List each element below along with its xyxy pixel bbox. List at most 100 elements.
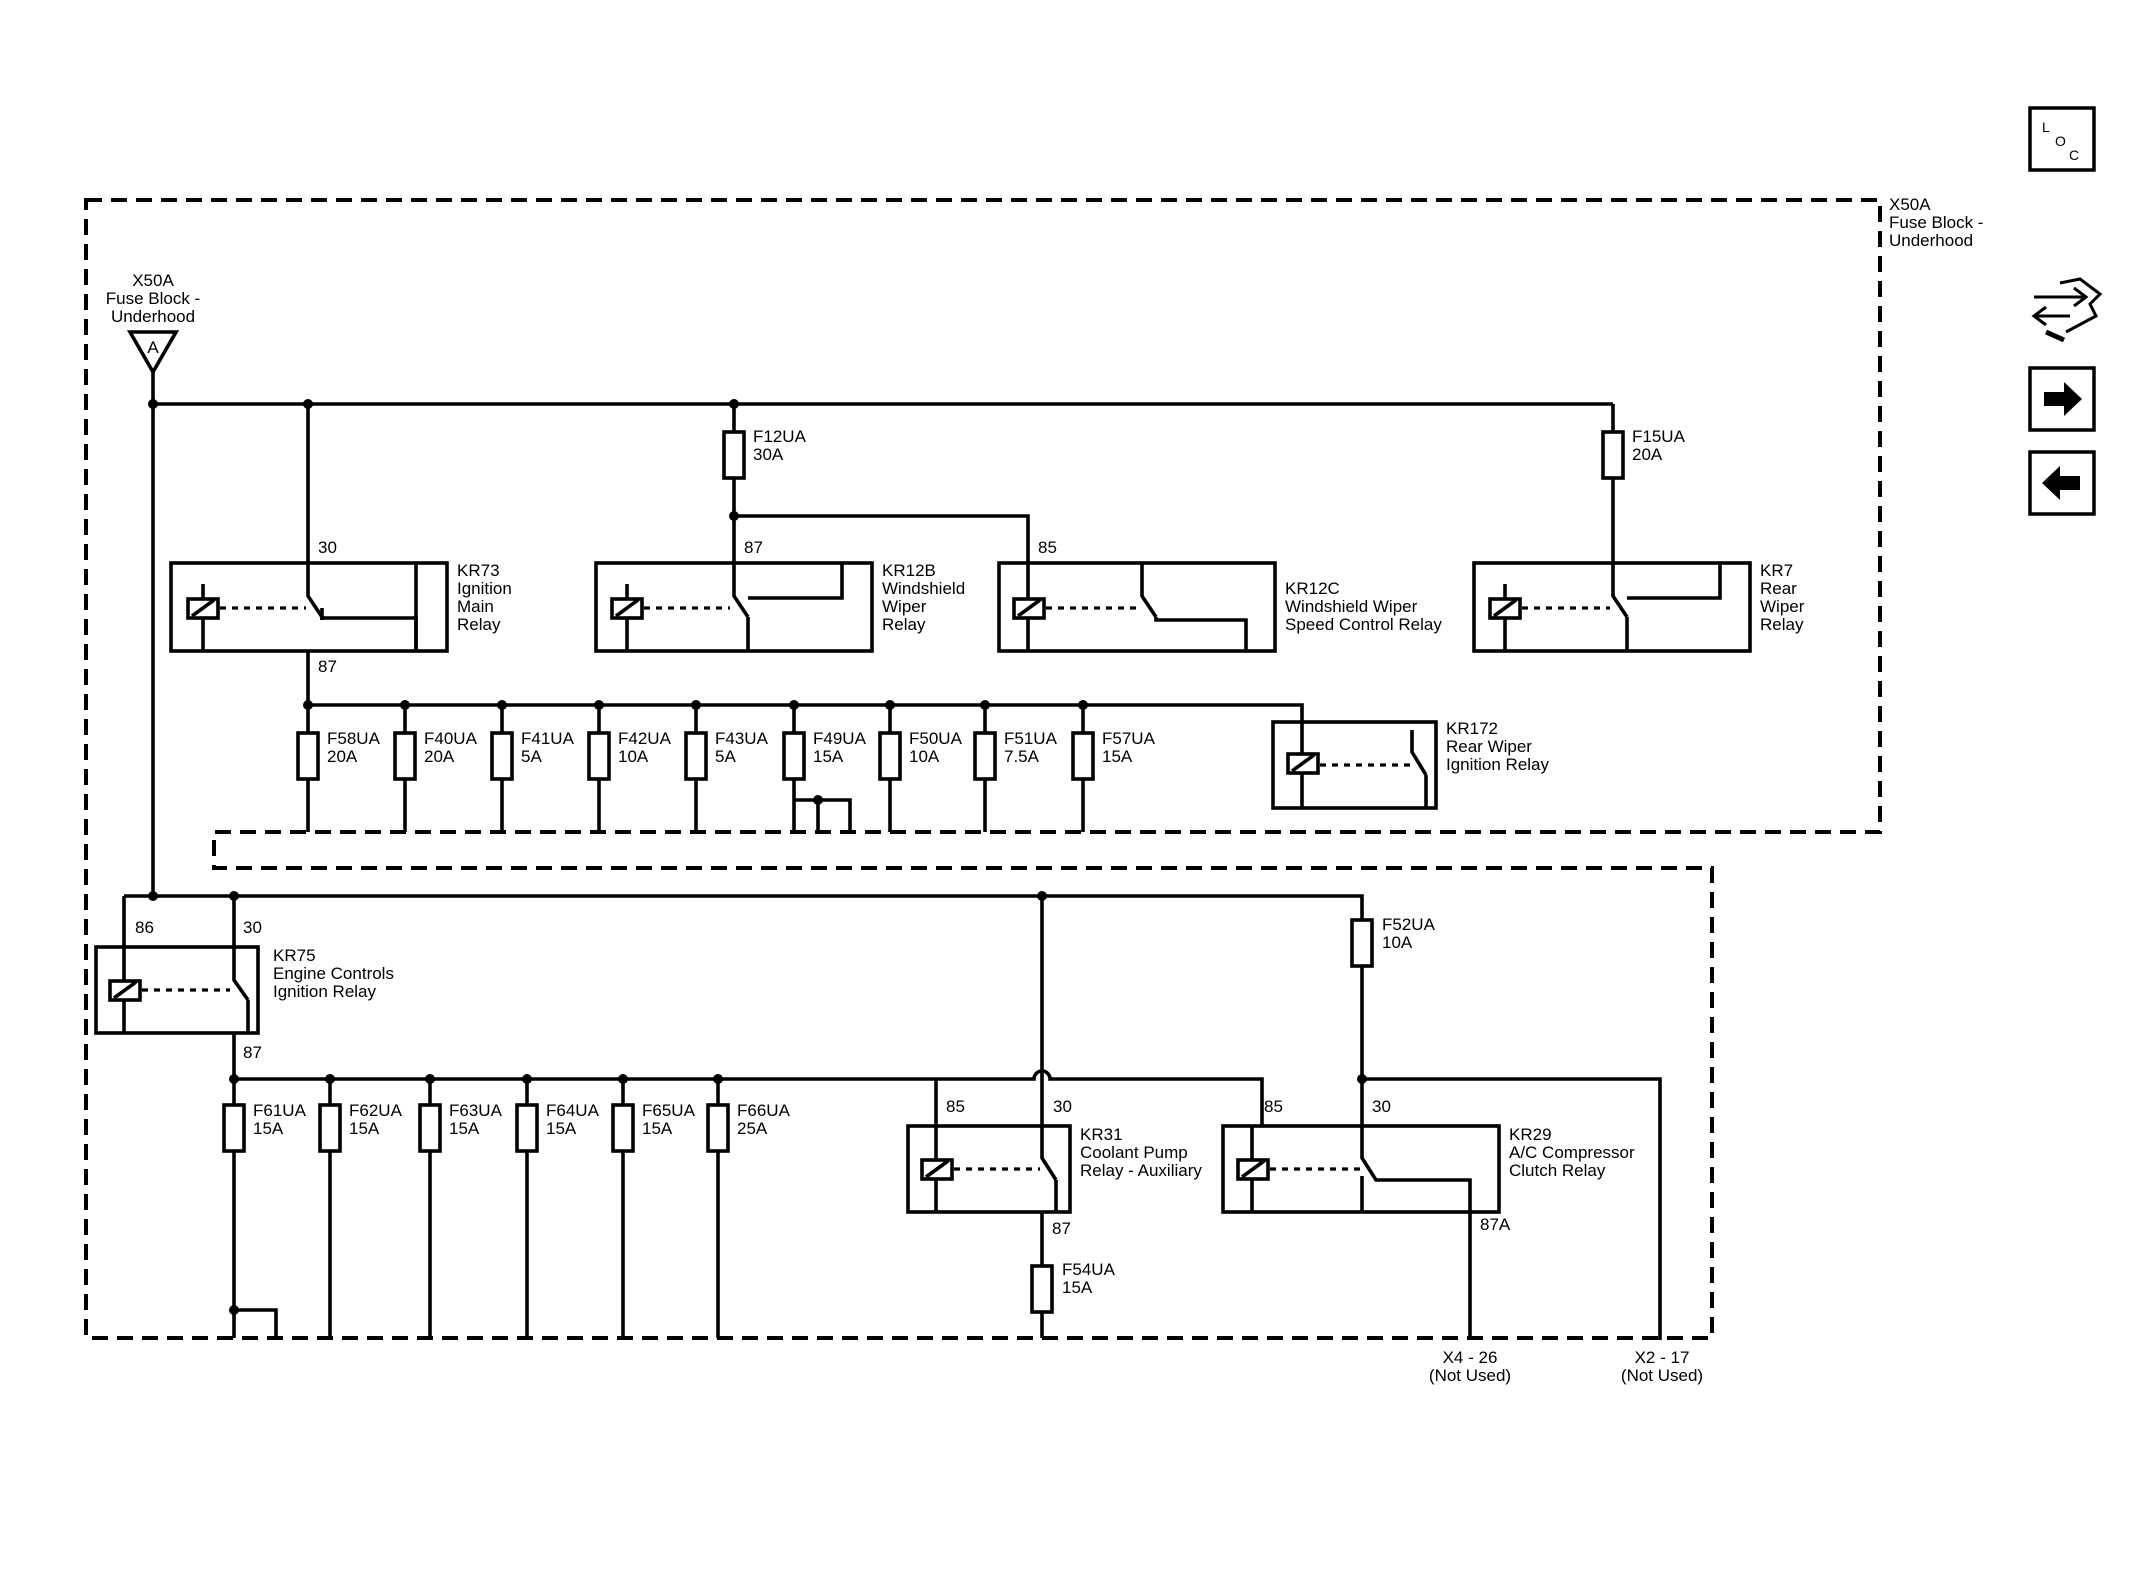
source-name-2: Underhood	[111, 307, 195, 326]
kr75-id: KR75	[273, 946, 316, 965]
fuse-f58ua	[296, 731, 320, 781]
f12-name: F12UA	[753, 427, 807, 446]
fuse-f49ua	[782, 731, 806, 781]
x2-id: X2 - 17	[1635, 1348, 1690, 1367]
fuse-block-id: X50A	[1889, 195, 1931, 214]
source-triangle	[126, 330, 180, 376]
fuse-f51ua	[973, 731, 997, 781]
kr75-pin-out: 87	[243, 1043, 262, 1062]
source-pin: A	[147, 338, 159, 357]
kr12b-l1: Windshield	[882, 579, 965, 598]
fuse-f12	[722, 430, 746, 480]
kr172-id: KR172	[1446, 719, 1498, 738]
fuse-block-name-2: Underhood	[1889, 231, 1973, 250]
fuse-rating: 15A	[813, 747, 844, 766]
x4-note: (Not Used)	[1429, 1366, 1511, 1385]
fuse-rating: 15A	[546, 1119, 577, 1138]
fuse-f54	[1030, 1264, 1054, 1314]
kr29-l2: Clutch Relay	[1509, 1161, 1606, 1180]
kr12c-id: KR12C	[1285, 579, 1340, 598]
fuse-rating: 5A	[715, 747, 736, 766]
kr12b-id: KR12B	[882, 561, 936, 580]
f52-name: F52UA	[1382, 915, 1436, 934]
kr172-l1: Rear Wiper	[1446, 737, 1532, 756]
relay-kr31	[906, 1124, 1072, 1268]
fuse-f66ua	[706, 1103, 730, 1153]
fuse-f57ua	[1071, 731, 1095, 781]
kr31-l2: Relay - Auxiliary	[1080, 1161, 1202, 1180]
kr75-l1: Engine Controls	[273, 964, 394, 983]
kr31-pin-out: 87	[1052, 1219, 1071, 1238]
kr12b-l3: Relay	[882, 615, 926, 634]
loc-o: O	[2055, 133, 2066, 149]
f52-rating: 10A	[1382, 933, 1413, 952]
fuse-name: F49UA	[813, 729, 867, 748]
source-connector: X50A Fuse Block - Underhood A	[106, 271, 200, 376]
kr75-pin-a: 86	[135, 918, 154, 937]
fuse-name: F51UA	[1004, 729, 1058, 748]
loc-l: L	[2042, 119, 2050, 135]
kr73-pin-out: 87	[318, 657, 337, 676]
fuse-name: F50UA	[909, 729, 963, 748]
fuse-f40ua	[393, 731, 417, 781]
fuse-rating: 15A	[642, 1119, 673, 1138]
relay-kr172	[1271, 720, 1438, 810]
relay-kr7	[1472, 561, 1752, 653]
fuse-name: F58UA	[327, 729, 381, 748]
fuse-rating: 25A	[737, 1119, 768, 1138]
component-locator-icon[interactable]: L O C	[2028, 106, 2096, 172]
fuse-rating: 15A	[349, 1119, 380, 1138]
f12-rating: 30A	[753, 445, 784, 464]
fuse-f41ua	[490, 731, 514, 781]
fuse-f50ua	[878, 731, 902, 781]
fuse-name: F42UA	[618, 729, 672, 748]
kr12c-l1: Windshield Wiper	[1285, 597, 1418, 616]
source-id: X50A	[132, 271, 174, 290]
kr172-l2: Ignition Relay	[1446, 755, 1550, 774]
fuse-rating: 10A	[909, 747, 940, 766]
fuse-name: F57UA	[1102, 729, 1156, 748]
fuse-f43ua	[684, 731, 708, 781]
kr73-l1: Ignition	[457, 579, 512, 598]
next-page-button[interactable]	[2028, 366, 2096, 432]
fuse-f65ua	[611, 1103, 635, 1153]
kr29-pin-b: 30	[1372, 1097, 1391, 1116]
fuse-name: F61UA	[253, 1101, 307, 1120]
fuse-name: F41UA	[521, 729, 575, 748]
relay-kr73	[169, 561, 449, 705]
f54-rating: 15A	[1062, 1278, 1093, 1297]
fuse-f63ua	[418, 1103, 442, 1153]
fuse-f52	[1350, 918, 1374, 968]
kr29-l1: A/C Compressor	[1509, 1143, 1635, 1162]
fuse-f64ua	[515, 1103, 539, 1153]
kr29-pin-out: 87A	[1480, 1215, 1511, 1234]
x2-note: (Not Used)	[1621, 1366, 1703, 1385]
connector-end-view-icon[interactable]	[2031, 277, 2103, 343]
kr73-l3: Relay	[457, 615, 501, 634]
fuse-rating: 7.5A	[1004, 747, 1040, 766]
kr12c-pin-in: 85	[1038, 538, 1057, 557]
fuse-rating: 20A	[424, 747, 455, 766]
fuse-f62ua	[318, 1103, 342, 1153]
kr31-pin-a: 85	[946, 1097, 965, 1116]
fuse-name: F65UA	[642, 1101, 696, 1120]
kr7-l1: Rear	[1760, 579, 1797, 598]
f15-name: F15UA	[1632, 427, 1686, 446]
previous-page-button[interactable]	[2028, 450, 2096, 516]
kr73-id: KR73	[457, 561, 500, 580]
fuse-block-label: X50A Fuse Block - Underhood	[1889, 195, 1983, 250]
kr29-pin-a: 85	[1264, 1097, 1283, 1116]
kr31-pin-b: 30	[1053, 1097, 1072, 1116]
source-name-1: Fuse Block -	[106, 289, 200, 308]
kr75-pin-b: 30	[243, 918, 262, 937]
fuse-name: F40UA	[424, 729, 478, 748]
fuse-name: F62UA	[349, 1101, 403, 1120]
fuse-block-name-1: Fuse Block -	[1889, 213, 1983, 232]
kr12b-l2: Wiper	[882, 597, 927, 616]
fuse-block-outline-upper	[84, 198, 1882, 1340]
kr7-id: KR7	[1760, 561, 1793, 580]
kr7-l3: Relay	[1760, 615, 1804, 634]
fuse-rating: 15A	[253, 1119, 284, 1138]
fuse-row2: F61UA15AF62UA15AF63UA15AF64UA15AF65UA15A…	[222, 1074, 791, 1338]
fuse-rating: 10A	[618, 747, 649, 766]
